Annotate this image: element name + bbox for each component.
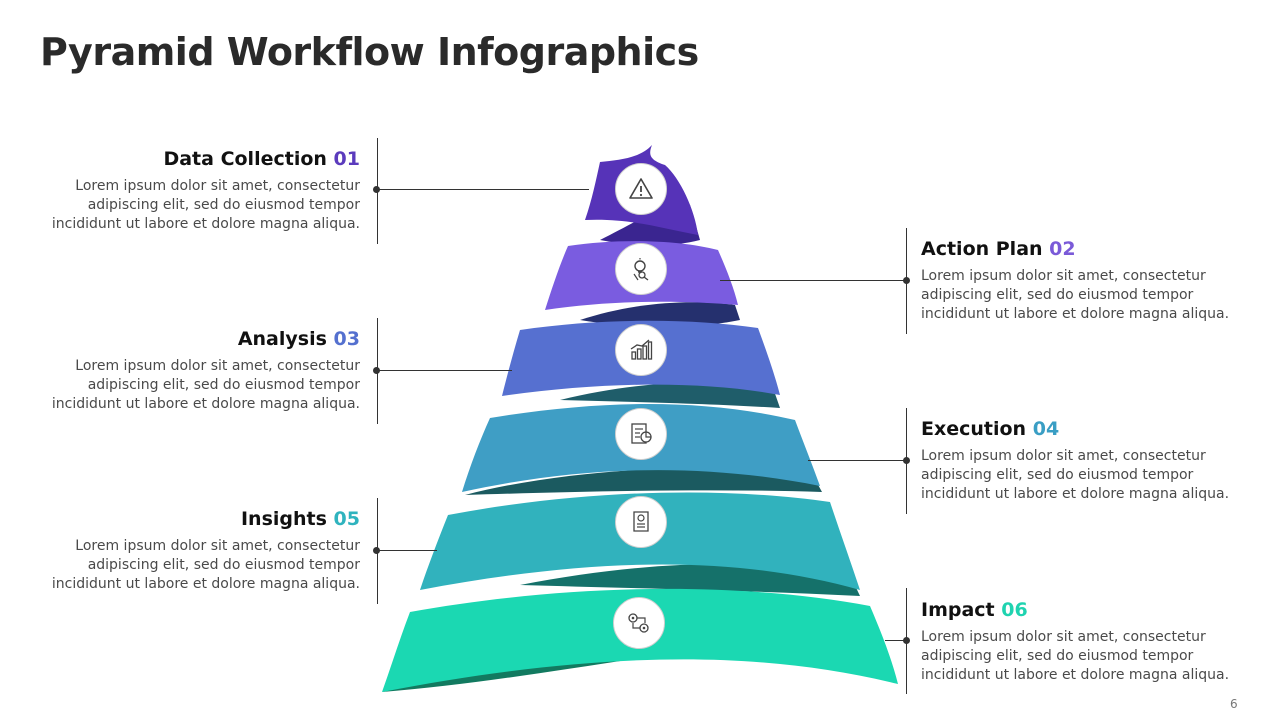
step-2-label: Action Plan bbox=[921, 238, 1043, 260]
step-4-desc-line: adipiscing elit, sed do eiusmod tempor bbox=[921, 467, 1194, 483]
step-2-connector bbox=[720, 280, 906, 281]
step-1-label: Data Collection bbox=[163, 148, 327, 170]
step-6-connector bbox=[885, 640, 906, 641]
band-4-back bbox=[465, 467, 822, 495]
step-3-label: Analysis bbox=[237, 328, 327, 350]
step-5-desc-line: incididunt ut labore et dolore magna ali… bbox=[51, 576, 360, 592]
step-4-connector bbox=[808, 460, 906, 461]
step-4-number: 04 bbox=[1032, 418, 1060, 440]
step-6-desc-line: incididunt ut labore et dolore magna ali… bbox=[921, 667, 1230, 683]
step-execution: Execution 04 Lorem ipsum dolor sit amet,… bbox=[921, 417, 1261, 504]
invoice-icon bbox=[615, 496, 667, 548]
step-5-description: Lorem ipsum dolor sit amet, consectetur … bbox=[20, 537, 360, 594]
band-3-back bbox=[560, 381, 780, 408]
step-5-label: Insights bbox=[240, 508, 327, 530]
step-5-number: 05 bbox=[333, 508, 360, 530]
step-6-number: 06 bbox=[1001, 599, 1028, 621]
step-5-heading: Insights 05 bbox=[20, 507, 360, 531]
step-3-desc-line: incididunt ut labore et dolore magna ali… bbox=[51, 396, 360, 412]
step-2-desc-line: adipiscing elit, sed do eiusmod tempor bbox=[921, 287, 1194, 303]
step-3-connector bbox=[377, 370, 512, 371]
step-2-dot bbox=[903, 277, 910, 284]
step-data-collection: Data Collection 01 Lorem ipsum dolor sit… bbox=[20, 147, 360, 234]
step-5-connector bbox=[377, 550, 437, 551]
step-3-description: Lorem ipsum dolor sit amet, consectetur … bbox=[20, 357, 360, 414]
step-3-desc-line: Lorem ipsum dolor sit amet, consectetur bbox=[75, 358, 360, 374]
step-6-description: Lorem ipsum dolor sit amet, consectetur … bbox=[921, 628, 1261, 685]
step-3-desc-line: adipiscing elit, sed do eiusmod tempor bbox=[87, 377, 360, 393]
step-6-dot bbox=[903, 637, 910, 644]
step-4-description: Lorem ipsum dolor sit amet, consectetur … bbox=[921, 447, 1261, 504]
step-6-desc-line: Lorem ipsum dolor sit amet, consectetur bbox=[921, 629, 1206, 645]
step-2-description: Lorem ipsum dolor sit amet, consectetur … bbox=[921, 267, 1261, 324]
step-4-dot bbox=[903, 457, 910, 464]
step-4-label: Execution bbox=[921, 418, 1027, 440]
step-1-connector bbox=[377, 189, 589, 190]
step-5-dot bbox=[373, 547, 380, 554]
step-5-desc-line: adipiscing elit, sed do eiusmod tempor bbox=[87, 557, 360, 573]
report-icon bbox=[615, 408, 667, 460]
step-1-desc-line: adipiscing elit, sed do eiusmod tempor bbox=[87, 197, 360, 213]
step-1-heading: Data Collection 01 bbox=[20, 147, 360, 171]
gears-workflow-icon bbox=[613, 597, 665, 649]
step-1-description: Lorem ipsum dolor sit amet, consectetur … bbox=[20, 177, 360, 234]
page-title: Pyramid Workflow Infographics bbox=[40, 30, 699, 74]
step-2-number: 02 bbox=[1049, 238, 1076, 260]
step-impact: Impact 06 Lorem ipsum dolor sit amet, co… bbox=[921, 598, 1261, 685]
bar-chart-icon bbox=[615, 324, 667, 376]
step-1-number: 01 bbox=[333, 148, 360, 170]
step-1-desc-line: incididunt ut labore et dolore magna ali… bbox=[51, 216, 360, 232]
band-6-back bbox=[382, 653, 660, 692]
step-3-dot bbox=[373, 367, 380, 374]
step-action-plan: Action Plan 02 Lorem ipsum dolor sit ame… bbox=[921, 237, 1261, 324]
step-5-desc-line: Lorem ipsum dolor sit amet, consectetur bbox=[75, 538, 360, 554]
band-2-back bbox=[580, 302, 740, 327]
warning-icon bbox=[615, 163, 667, 215]
step-insights: Insights 05 Lorem ipsum dolor sit amet, … bbox=[20, 507, 360, 594]
step-4-heading: Execution 04 bbox=[921, 417, 1261, 441]
step-2-desc-line: incididunt ut labore et dolore magna ali… bbox=[921, 306, 1230, 322]
step-6-desc-line: adipiscing elit, sed do eiusmod tempor bbox=[921, 648, 1194, 664]
page-number: 6 bbox=[1230, 697, 1238, 711]
step-6-heading: Impact 06 bbox=[921, 598, 1261, 622]
step-1-dot bbox=[373, 186, 380, 193]
step-2-desc-line: Lorem ipsum dolor sit amet, consectetur bbox=[921, 268, 1206, 284]
step-1-desc-line: Lorem ipsum dolor sit amet, consectetur bbox=[75, 178, 360, 194]
step-2-heading: Action Plan 02 bbox=[921, 237, 1261, 261]
step-3-number: 03 bbox=[333, 328, 360, 350]
step-4-desc-line: Lorem ipsum dolor sit amet, consectetur bbox=[921, 448, 1206, 464]
idea-search-icon bbox=[615, 243, 667, 295]
step-analysis: Analysis 03 Lorem ipsum dolor sit amet, … bbox=[20, 327, 360, 414]
step-4-desc-line: incididunt ut labore et dolore magna ali… bbox=[921, 486, 1230, 502]
step-6-label: Impact bbox=[921, 599, 995, 621]
step-3-heading: Analysis 03 bbox=[20, 327, 360, 351]
